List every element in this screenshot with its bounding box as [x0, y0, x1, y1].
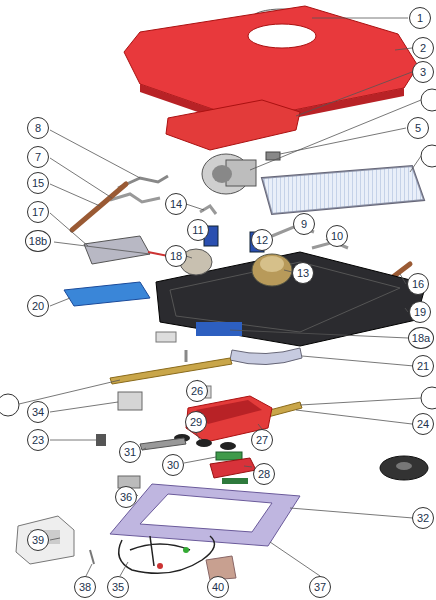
callout-circle: 31	[119, 441, 141, 463]
callout-circle: 21	[412, 355, 434, 377]
callout-circle: 14	[165, 193, 187, 215]
callout-circle: 38	[74, 576, 96, 598]
callout-number: 39	[32, 535, 44, 546]
callout-circle: 40	[207, 576, 229, 598]
callout-number: 40	[212, 582, 224, 593]
callout-number: 18a	[412, 333, 430, 344]
callout-number: 27	[256, 435, 268, 446]
callout-number: 19	[414, 307, 426, 318]
callout-circle: 1	[409, 7, 431, 29]
callout-circle: 26	[186, 380, 208, 402]
callout-number: 30	[167, 460, 179, 471]
callout-circle: 18	[165, 245, 187, 267]
callout-circle: 19	[409, 301, 431, 323]
callout-number: 21	[417, 361, 429, 372]
callout-circle: 9	[293, 213, 315, 235]
callout-number: 36	[120, 492, 132, 503]
callout-circle: 17	[27, 201, 49, 223]
callout-number: 37	[314, 582, 326, 593]
callout-circle: 24	[412, 413, 434, 435]
callout-number: 35	[112, 582, 124, 593]
callout-circle: 12	[251, 229, 273, 251]
callout-number: 3	[420, 67, 426, 78]
callout-circle: 27	[251, 429, 273, 451]
callout-circle: 32	[412, 507, 434, 529]
callout-circle: 8	[27, 117, 49, 139]
callout-number: 2	[420, 43, 426, 54]
callout-number: 11	[192, 225, 203, 236]
callout-number: 38	[79, 582, 91, 593]
callout-circle: 11	[187, 219, 209, 241]
callout-circle: 2	[412, 37, 434, 59]
callout-circle: 34	[27, 401, 49, 423]
callout-number: 14	[170, 199, 182, 210]
callout-number: 16	[412, 279, 424, 290]
callout-circle: 18b	[25, 230, 51, 252]
callout-number: 1	[417, 13, 423, 24]
callout-circle: 10	[326, 225, 348, 247]
callout-circle: 29	[185, 411, 207, 433]
callout-number: 10	[331, 231, 343, 242]
callout-circle: 39	[27, 529, 49, 551]
callout-circle: 36	[115, 486, 137, 508]
callout-circle: 5	[407, 117, 429, 139]
callout-circle: 23	[27, 429, 49, 451]
callout-number: 26	[191, 386, 203, 397]
callout-number: 18b	[29, 236, 47, 247]
callout-circle: 18a	[408, 327, 434, 349]
callout-circle: 13	[292, 262, 314, 284]
callout-number: 17	[32, 207, 44, 218]
callout-circle: 20	[27, 295, 49, 317]
callout-circle: 7	[27, 146, 49, 168]
callout-number: 18	[170, 251, 182, 262]
callout-number: 29	[190, 417, 202, 428]
callout-number: 7	[35, 152, 41, 163]
callout-circle: 15	[27, 172, 49, 194]
callout-number: 24	[417, 419, 429, 430]
callout-number: 20	[32, 301, 44, 312]
callout-circle: 30	[162, 454, 184, 476]
callout-number: 9	[301, 219, 307, 230]
callout-circle: 37	[309, 576, 331, 598]
callout-circle: 3	[412, 61, 434, 83]
callout-number: 31	[124, 447, 136, 458]
callout-number: 8	[35, 123, 41, 134]
callout-number: 15	[32, 178, 44, 189]
callout-number: 5	[415, 123, 421, 134]
callout-number: 28	[258, 469, 270, 480]
callout-circle: 28	[253, 463, 275, 485]
callout-number: 12	[256, 235, 268, 246]
callout-number: 32	[417, 513, 429, 524]
callout-circle: 16	[407, 273, 429, 295]
callout-number: 13	[297, 268, 309, 279]
callout-number: 34	[32, 407, 44, 418]
callout-number: 23	[32, 435, 44, 446]
callout-circle: 35	[107, 576, 129, 598]
